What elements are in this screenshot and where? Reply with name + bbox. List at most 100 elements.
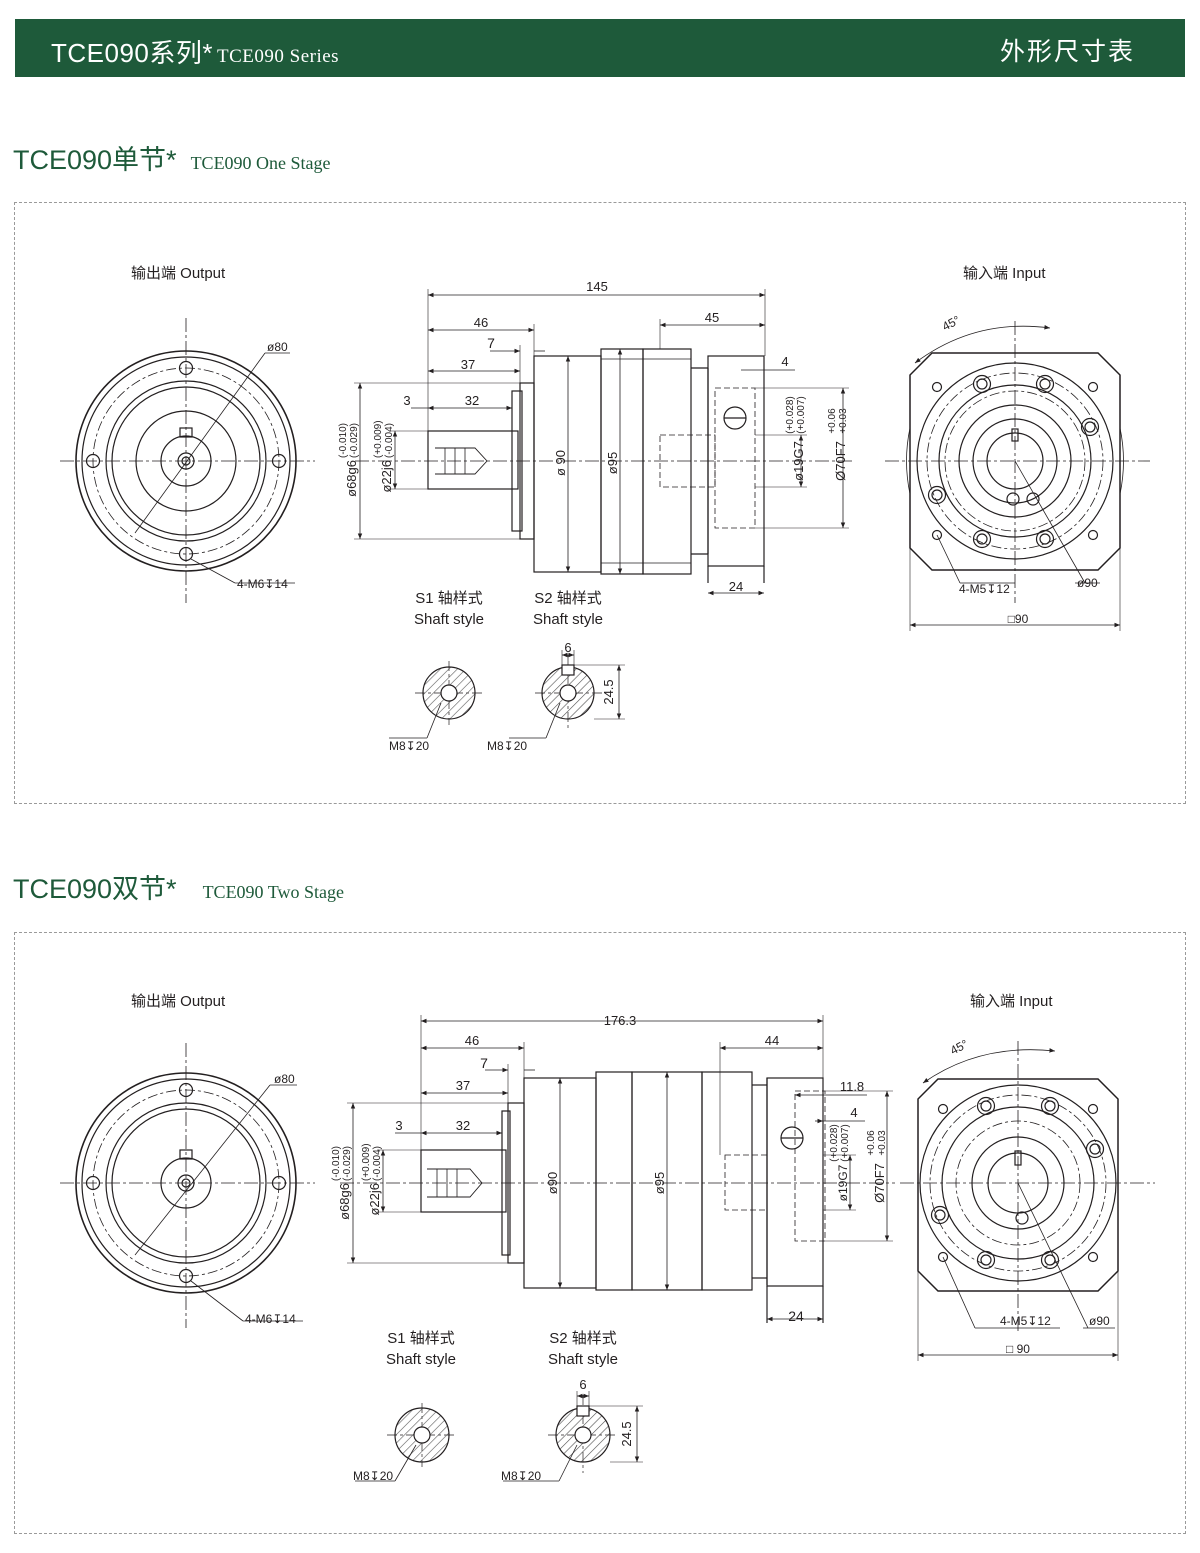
dim-24: 24: [788, 1308, 804, 1324]
input-label: 输入端 Input: [970, 993, 1053, 1010]
one-stage-drawing: 输出端 Output 输入端 Input ø80 4-M6↧14: [60, 265, 1150, 753]
svg-text:(+0.007): (+0.007): [796, 396, 807, 434]
svg-text:(+0.009): (+0.009): [361, 1143, 372, 1181]
series-title-en: TCE090 Series: [217, 46, 340, 67]
series-title-zh: TCE090系列*: [51, 38, 213, 68]
svg-text:(-0.004): (-0.004): [384, 423, 395, 458]
svg-text:(-0.010): (-0.010): [331, 1146, 342, 1181]
s2-tap-label: M8↧20: [501, 1469, 541, 1483]
s1-title: S1 轴样式: [415, 590, 483, 607]
input-label: 输入端 Input: [963, 265, 1046, 282]
dim-46: 46: [465, 1033, 479, 1048]
output-holes-label: 4-M6↧14: [237, 577, 288, 591]
output-label: 输出端 Output: [131, 993, 226, 1010]
output-pcd-label: ø80: [267, 340, 288, 354]
body-dia-95: ø95: [605, 452, 620, 474]
input-holes-label: 4-M5↧12: [959, 582, 1010, 596]
two-stage-drawing: 输出端 Output 输入端 Input ø80 4-M6↧14: [60, 993, 1155, 1483]
key-height-label: 24.5: [601, 679, 616, 704]
svg-text:+0.06: +0.06: [827, 408, 838, 434]
two-stage-heading-en: TCE090 Two Stage: [202, 882, 344, 902]
square-90-label: □90: [1008, 612, 1029, 626]
pilot-dia-dim: ø68g6 (-0.010) (-0.029): [331, 1146, 353, 1220]
svg-text:(-0.010): (-0.010): [338, 423, 349, 458]
svg-text:Ø70F7: Ø70F7: [833, 441, 848, 481]
s2-title: S2 轴样式: [549, 1330, 617, 1347]
body-dia-90: ø90: [545, 1172, 560, 1194]
dim-3: 3: [403, 393, 410, 408]
s1-section: [355, 1403, 457, 1482]
dimension-table-title: 外形尺寸表: [999, 38, 1135, 66]
two-stage-heading-zh: TCE090双节*: [13, 874, 177, 904]
input-end-view: [885, 321, 1150, 631]
shaft-dia-dim: ø22j6 (+0.009) (-0.004): [361, 1143, 383, 1215]
svg-text:(+0.007): (+0.007): [840, 1124, 851, 1162]
two-stage-drawing-panel: 输出端 Output 输入端 Input ø80 4-M6↧14: [14, 932, 1186, 1534]
dim-4: 4: [850, 1105, 857, 1120]
svg-text:+0.03: +0.03: [838, 408, 849, 434]
svg-text:ø22j6: ø22j6: [367, 1183, 382, 1216]
s1-subtitle: Shaft style: [386, 1351, 456, 1368]
s1-tap-label: M8↧20: [353, 1469, 393, 1483]
side-view: [340, 1015, 895, 1323]
square-90-label: □ 90: [1006, 1342, 1030, 1356]
svg-text:ø68g6: ø68g6: [337, 1183, 352, 1220]
s2-subtitle: Shaft style: [533, 611, 603, 628]
s1-tap-label: M8↧20: [389, 739, 429, 753]
side-view: [354, 289, 855, 596]
svg-text:+0.06: +0.06: [866, 1130, 877, 1156]
input-end-view: [900, 1041, 1155, 1361]
dim-24: 24: [729, 579, 743, 594]
pilot-dia-dim: ø68g6 (-0.010) (-0.029): [338, 423, 360, 497]
s2-title: S2 轴样式: [534, 590, 602, 607]
one-stage-heading: TCE090单节* TCE090 One Stage: [13, 138, 331, 177]
input-pcd-label: ø90: [1077, 576, 1098, 590]
input-bore-dim: ø19G7 (+0.028) (+0.007): [829, 1124, 851, 1201]
angle-45-label: 45°: [948, 1037, 971, 1058]
s1-section: [389, 661, 485, 739]
svg-text:(-0.029): (-0.029): [342, 1146, 353, 1181]
s2-subtitle: Shaft style: [548, 1351, 618, 1368]
key-width-label: 6: [564, 640, 571, 655]
svg-text:(+0.028): (+0.028): [829, 1124, 840, 1162]
s1-title: S1 轴样式: [387, 1330, 455, 1347]
header-bar: TCE090系列*TCE090 Series 外形尺寸表: [15, 19, 1185, 77]
svg-text:(+0.028): (+0.028): [785, 396, 796, 434]
svg-text:ø19G7: ø19G7: [791, 441, 806, 481]
svg-text:Ø70F7: Ø70F7: [872, 1163, 887, 1203]
input-pcd-label: ø90: [1089, 1314, 1110, 1328]
dim-37: 37: [461, 357, 475, 372]
svg-text:ø22j6: ø22j6: [379, 460, 394, 493]
input-holes-label: 4-M5↧12: [1000, 1314, 1051, 1328]
total-length-dim: 145: [586, 279, 608, 294]
dim-45: 45: [705, 310, 719, 325]
svg-text:ø19G7: ø19G7: [836, 1164, 850, 1201]
input-pilot-dim: Ø70F7 +0.06 +0.03: [866, 1130, 888, 1203]
shaft-dia-dim: ø22j6 (+0.009) (-0.004): [373, 420, 395, 492]
one-stage-heading-zh: TCE090单节*: [13, 145, 177, 175]
svg-text:+0.03: +0.03: [877, 1130, 888, 1156]
two-stage-heading: TCE090双节* TCE090 Two Stage: [13, 867, 344, 906]
dim-11-8: 11.8: [840, 1079, 864, 1094]
body-dia-95: ø95: [652, 1172, 667, 1194]
series-title: TCE090系列*TCE090 Series: [51, 33, 339, 70]
total-length-dim: 176.3: [604, 1013, 637, 1028]
one-stage-heading-en: TCE090 One Stage: [190, 153, 331, 173]
s2-section: [503, 1391, 643, 1482]
svg-text:(+0.009): (+0.009): [373, 420, 384, 458]
input-pilot-dim: Ø70F7 +0.06 +0.03: [827, 408, 849, 481]
output-end-view: [60, 318, 315, 603]
key-height-label: 24.5: [619, 1421, 634, 1446]
output-end-view: [60, 1043, 315, 1328]
svg-text:(-0.004): (-0.004): [372, 1146, 383, 1181]
input-bore-dim: ø19G7 (+0.028) (+0.007): [785, 396, 807, 481]
dim-32: 32: [456, 1118, 470, 1133]
dim-32: 32: [465, 393, 479, 408]
body-dia-90: ø 90: [553, 450, 568, 476]
angle-45-label: 45°: [940, 313, 963, 334]
dim-44: 44: [765, 1033, 779, 1048]
dim-46: 46: [474, 315, 488, 330]
dim-4: 4: [781, 354, 788, 369]
svg-text:(-0.029): (-0.029): [349, 423, 360, 458]
dim-7: 7: [480, 1055, 488, 1071]
